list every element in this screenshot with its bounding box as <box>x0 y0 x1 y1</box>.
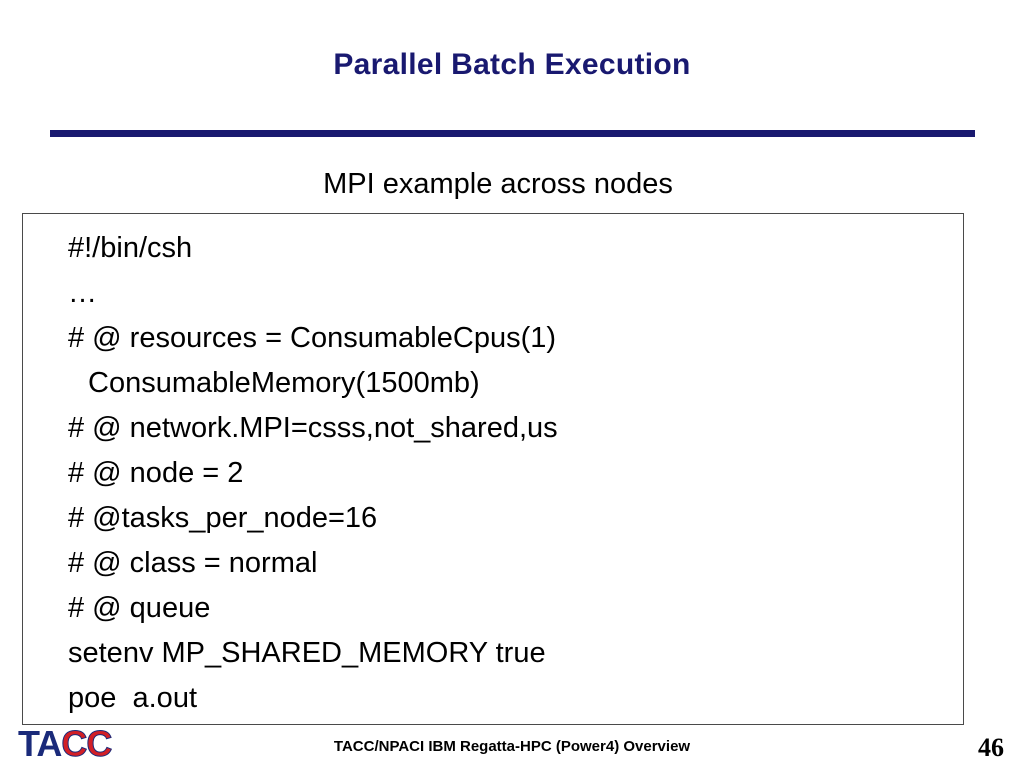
code-line: … <box>68 277 98 309</box>
code-block-box: #!/bin/csh … # @ resources = ConsumableCpu… <box>22 213 964 725</box>
page-title: Parallel Batch Execution <box>333 48 691 81</box>
tacc-logo-ta: TA <box>18 723 62 764</box>
code-line: # @ network.MPI=csss,not_shared,us <box>68 412 558 444</box>
code-block-lines: #!/bin/csh … # @ resources = ConsumableCpu… <box>68 226 953 721</box>
code-line: ConsumableMemory(1500mb) <box>88 367 480 399</box>
code-line: # @ node = 2 <box>68 457 244 489</box>
footer-title: TACC/NPACI IBM Regatta-HPC (Power4) Over… <box>333 738 691 755</box>
tacc-logo: TACC <box>18 723 113 764</box>
title-divider-rule <box>50 130 975 137</box>
page-number: 46 <box>978 733 1004 762</box>
tacc-logo-cc: CC <box>61 723 113 764</box>
code-line: poe a.out <box>68 682 197 714</box>
subtitle: MPI example across nodes <box>323 168 673 200</box>
code-line: # @ class = normal <box>68 547 318 579</box>
code-line: #!/bin/csh <box>68 232 193 264</box>
code-line: setenv MP_SHARED_MEMORY true <box>68 637 546 669</box>
code-line: # @ resources = ConsumableCpus(1) <box>68 322 557 354</box>
code-line: # @ queue <box>68 592 211 624</box>
code-line: # @tasks_per_node=16 <box>68 502 378 534</box>
